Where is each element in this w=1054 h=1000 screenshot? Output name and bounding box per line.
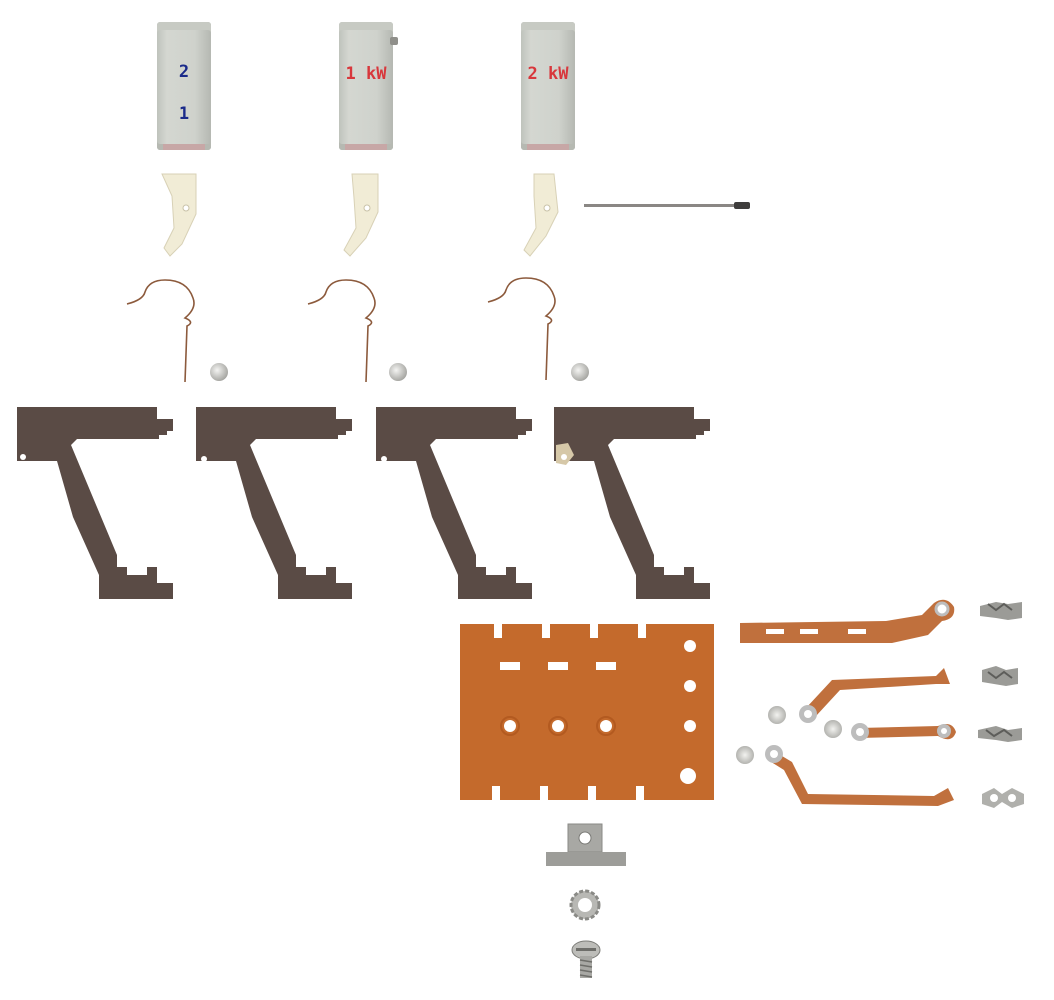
lever-1 [161,173,197,257]
bracket-1 [17,407,173,599]
bracket-3 [376,407,532,599]
wire-spring-1 [126,279,195,383]
cap-label: 2 kW [527,64,569,84]
terminal-clip-2 [982,666,1018,686]
cap-label-bottom: 1 [178,104,190,124]
small-washer [768,706,786,724]
star-washer [569,889,601,921]
mounting-bracket [546,823,626,866]
cap-label: 1 kW [345,64,387,84]
small-washer [824,720,842,738]
rocker-cap-2: 1 kW [339,22,393,150]
screw [571,940,601,978]
terminal-clip-4 [982,788,1024,808]
wire-spring-2 [307,279,376,383]
rivet [210,363,228,381]
terminal-clip-3 [978,726,1022,742]
metal-rod [584,202,750,209]
copper-strip-long [740,599,955,643]
rivet [571,363,589,381]
copper-strip-short [851,723,956,741]
rocker-cap-1: 2 1 [157,22,211,150]
small-washer [736,746,754,764]
rocker-cap-3: 2 kW [521,22,575,150]
bracket-4 [554,407,710,599]
copper-pcb-plate [460,624,714,800]
bracket-2 [196,407,352,599]
copper-strip-bent-1 [799,668,950,723]
copper-strip-bent-2 [765,745,954,806]
cap-pin [390,37,398,45]
lever-2 [343,173,379,257]
wire-spring-3 [487,277,556,381]
terminal-clip-1 [980,602,1022,620]
rivet [389,363,407,381]
lever-3 [523,173,559,257]
cap-label-top: 2 [178,62,190,82]
